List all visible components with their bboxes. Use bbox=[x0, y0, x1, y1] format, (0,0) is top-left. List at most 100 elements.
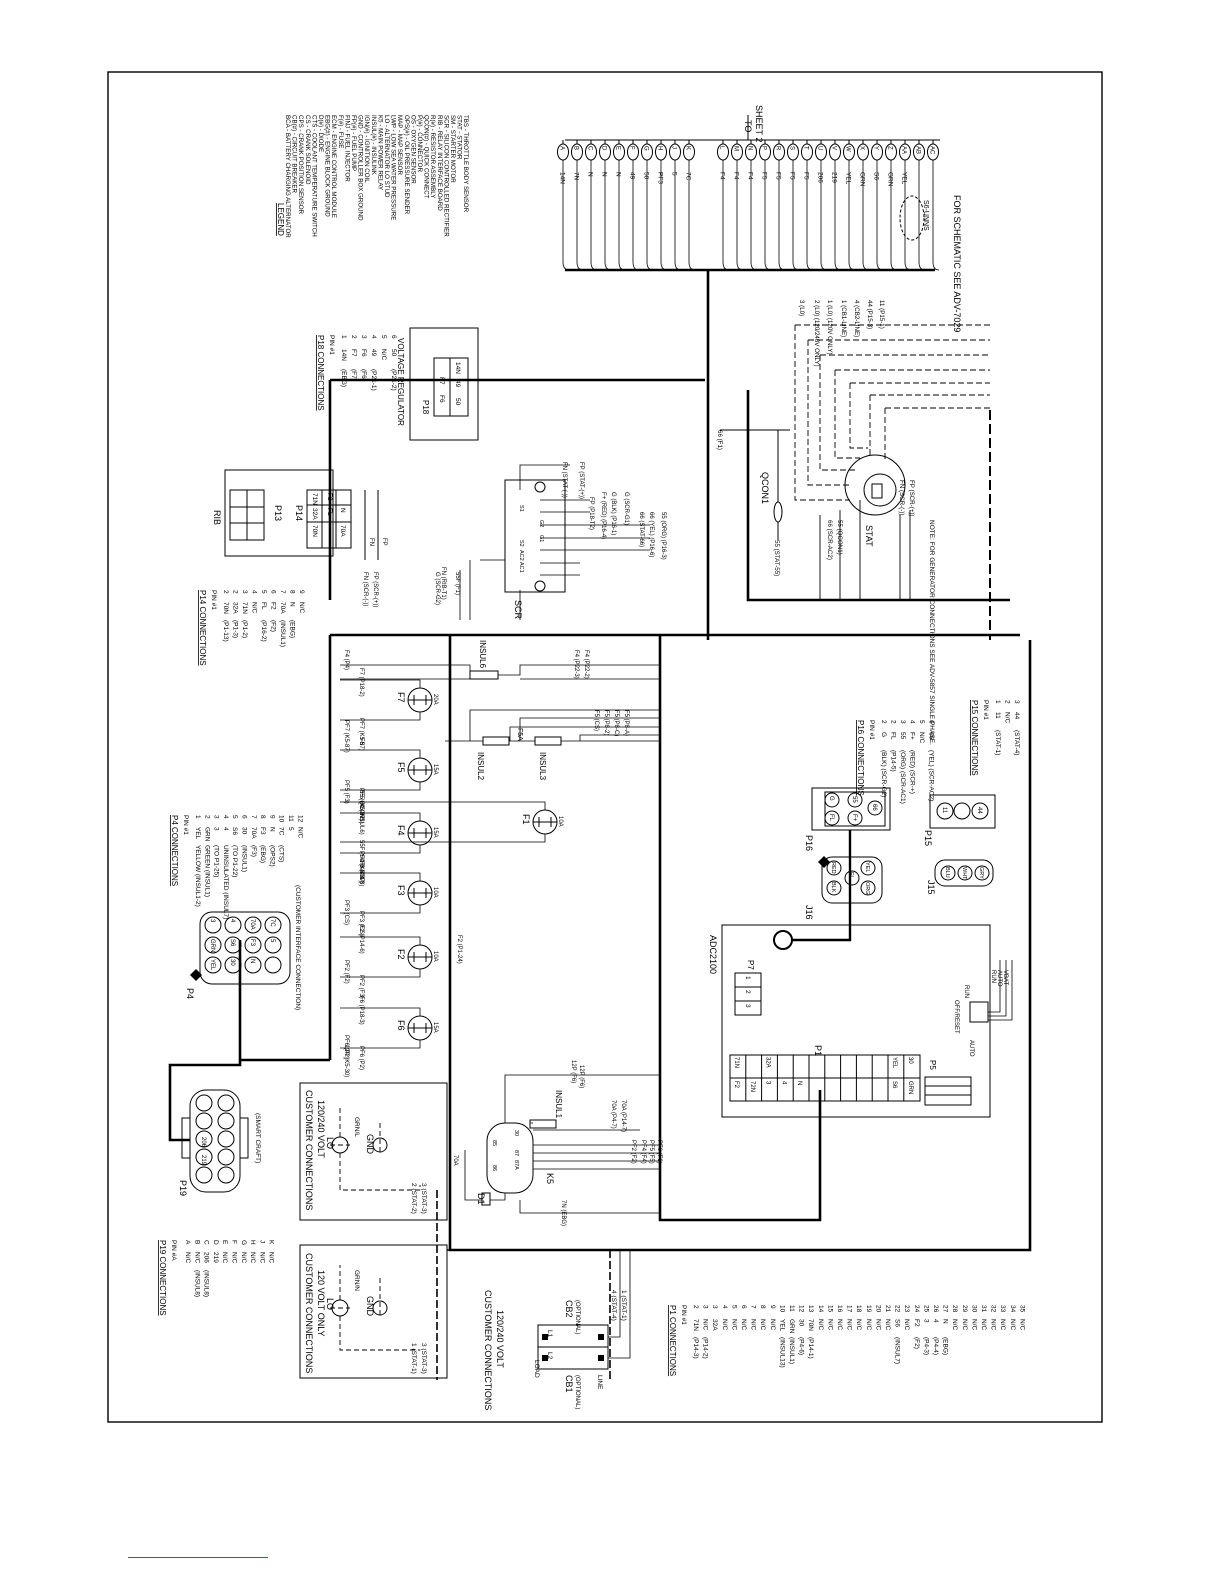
j16-cell: BLK bbox=[830, 882, 836, 893]
p1-row-23-col-0: 24 bbox=[913, 1305, 920, 1313]
p16-cell: 55 bbox=[851, 796, 857, 803]
harness-wire-label: S6 bbox=[873, 172, 880, 180]
p14-row-6-col-0: 7 bbox=[279, 590, 286, 594]
legend: LEGEND BCA - BATTERY CHARGING ALTERNATOR… bbox=[276, 115, 469, 238]
p1-row-29-col-0: 30 bbox=[970, 1305, 977, 1313]
p18-row-3-col-0: 4 bbox=[370, 335, 377, 339]
p19-row-0-col-1: N/C bbox=[184, 1252, 191, 1264]
p15-connections: P15 CONNECTIONS PIN #1 111(STAT-1)2N/C34… bbox=[970, 700, 1020, 776]
harness-wire bbox=[862, 160, 870, 271]
p15-row-0-col-1: 11 bbox=[994, 712, 1001, 719]
p1-row-12-col-2: (P14-1) bbox=[807, 1337, 814, 1359]
p1-row-12-col-1: 70N bbox=[807, 1319, 814, 1331]
p1-connections: P1 CONNECTIONS PIN #1 271N(P14-3)3N/C(P1… bbox=[668, 1305, 1025, 1376]
harness-wire-label: F4 bbox=[733, 172, 740, 180]
p1-row-21-col-1: S6 bbox=[894, 1319, 901, 1327]
p4-row-8-col-0: 9 bbox=[268, 815, 275, 819]
cb1-optional: (OPTIONAL) bbox=[574, 1375, 580, 1409]
p19-row-1-col-2: (INSUL8) bbox=[193, 1270, 200, 1297]
p5-label: P5 bbox=[928, 1060, 937, 1070]
fuse-rating: 20A bbox=[432, 694, 438, 705]
p4-row-1-col-1: GRN bbox=[203, 827, 210, 842]
p1-row-23-col-1: F2 bbox=[913, 1319, 920, 1327]
harness-wire-label: YEL bbox=[845, 172, 852, 185]
harness-wire-label: YEL bbox=[901, 172, 908, 185]
p1-row-18-col-1: N/C bbox=[865, 1319, 872, 1331]
p4-pin bbox=[244, 916, 262, 934]
harness-pin-label: A bbox=[559, 146, 565, 150]
p1-top-cell: 30 bbox=[907, 1057, 913, 1064]
fuse-out-label: F6 (P18-3) bbox=[358, 996, 364, 1025]
p4-pin bbox=[264, 956, 282, 974]
cust120-wire-1: 1 (STAT-1) bbox=[410, 1343, 417, 1374]
scr-wire-label: 55 (ORG) (P16-3) bbox=[660, 512, 666, 560]
p1-row-6-col-0: 7 bbox=[750, 1305, 757, 1309]
p4-row-5-col-1: 30 bbox=[241, 827, 248, 835]
p16-connections: P16 CONNECTIONS PIN #1 2G(BLK) (SCR-G2)2… bbox=[856, 720, 935, 804]
fuse-name: F3 bbox=[396, 885, 406, 896]
p15-row-2-col-2: (STAT-4) bbox=[1013, 730, 1020, 755]
p1-row-3-col-1: N/C bbox=[721, 1319, 728, 1331]
fuse-name: F5 bbox=[396, 762, 406, 773]
p1-row-22-col-1: N/C bbox=[903, 1319, 910, 1331]
p14-row-3-col-1: N/C bbox=[251, 602, 258, 614]
p1-row-25-col-2: (P4-4) bbox=[932, 1337, 939, 1355]
cust120-gnd: GND bbox=[365, 1296, 375, 1317]
customer-connections-120: CUSTOMER CONNECTIONS 120 VOLT ONLY LO GN… bbox=[299, 1244, 448, 1379]
stat-wire-label: 66 (SCR-AC2) bbox=[826, 520, 833, 560]
customer-connections-240: CUSTOMER CONNECTIONS 120/240 VOLT LO GND… bbox=[299, 1082, 448, 1221]
p14-row-0-col-1: 70N bbox=[222, 602, 229, 614]
cb-sub: 120/240 VOLT bbox=[495, 1310, 505, 1368]
harness-wire bbox=[590, 160, 598, 271]
harness-pin-label: P bbox=[761, 146, 767, 150]
p1-row-20-col-0: 21 bbox=[884, 1305, 891, 1313]
p18-cell: F7 bbox=[438, 377, 445, 385]
fuse-wire-label: PF6 (P2) bbox=[343, 1035, 349, 1059]
p15-cell: 44 bbox=[976, 807, 982, 814]
p14-row-2-col-0: 3 bbox=[241, 590, 248, 594]
p15-pin-header: PIN #1 bbox=[982, 700, 989, 720]
scr-wire-label: 66 (STAT-66) bbox=[638, 512, 644, 547]
harness-pin-label: E bbox=[615, 146, 621, 150]
p4-pin bbox=[244, 956, 262, 974]
scr-label: SCR bbox=[513, 600, 523, 620]
harness-wire-label: GRN bbox=[887, 172, 894, 187]
p1-row-25-col-0: 26 bbox=[932, 1305, 939, 1313]
scr-wire-label: G (SCR-G1) bbox=[623, 492, 629, 525]
harness-wire bbox=[688, 160, 696, 271]
p1-row-12-col-0: 13 bbox=[807, 1305, 814, 1313]
p1-row-6-col-1: N/C bbox=[750, 1319, 757, 1331]
p1-bot-cell: N bbox=[796, 1081, 802, 1085]
legend-title: LEGEND bbox=[276, 203, 285, 236]
fuse-out-label: 55 (QCON1) bbox=[358, 790, 364, 824]
cb-line-label: LINE bbox=[596, 1375, 603, 1390]
k5-pin: 30 bbox=[513, 1130, 519, 1136]
adc-label: ADC2100 bbox=[708, 935, 718, 974]
scr-wire-label: 66 (YEL) (P16-6) bbox=[648, 512, 654, 557]
harness-pin-label: Z bbox=[887, 146, 893, 150]
p15-pin bbox=[936, 802, 954, 820]
p1-row-9-col-1: YEL bbox=[778, 1319, 785, 1332]
p1-row-16-col-1: N/C bbox=[846, 1319, 853, 1331]
p4-cell: 3 bbox=[209, 919, 215, 923]
p1-row-1-col-2: (P14-2) bbox=[702, 1337, 709, 1359]
k5-wire-label: 70A bbox=[452, 1155, 458, 1166]
p19-row-3-col-0: D bbox=[212, 1240, 219, 1245]
harness-wire-label: F5 bbox=[803, 172, 810, 180]
fuse-lead-in bbox=[340, 1007, 421, 1016]
fuse-wire-label: F4 (P4) bbox=[343, 650, 349, 670]
p19-row-9-col-0: K bbox=[268, 1240, 275, 1245]
legend-item: BCA - BATTERY CHARGING ALTERNATOR bbox=[284, 115, 291, 238]
p1-bot-cell: 72N bbox=[749, 1081, 755, 1092]
legend-item: P(#) - CONNECTOR bbox=[416, 115, 423, 172]
p4-pin bbox=[204, 916, 222, 934]
p1-top-cell: 71N bbox=[733, 1057, 739, 1068]
p15-row-2-col-1: 44 bbox=[1013, 712, 1020, 720]
p19-row-4-col-1: N/C bbox=[221, 1252, 228, 1264]
p18-conn-label: P18 bbox=[421, 400, 430, 415]
j15-pin bbox=[940, 865, 956, 881]
harness-wire-label: 50 bbox=[643, 172, 650, 180]
p16-cell: F+ bbox=[851, 814, 857, 822]
